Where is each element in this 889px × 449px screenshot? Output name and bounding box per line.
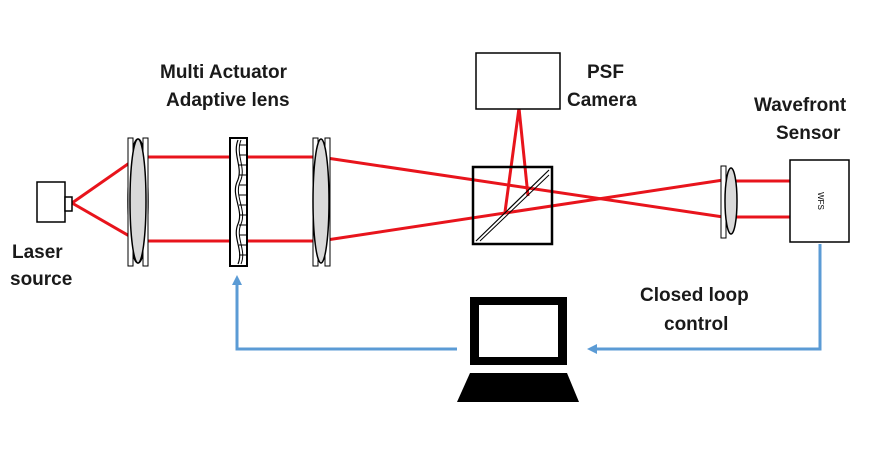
wfs-box-label: WFS <box>816 192 825 210</box>
wavefront-sensor-label-line1: Wavefront <box>754 95 847 116</box>
adaptive-lens-label-line1: Multi Actuator <box>160 62 288 83</box>
wfs-lens <box>720 165 738 239</box>
psf-camera <box>475 52 561 110</box>
adaptive-lens-label-line2: Adaptive lens <box>166 90 290 111</box>
laser-source <box>36 181 73 223</box>
laser-source-label-line1: Laser <box>12 242 63 263</box>
beam-splitter <box>471 165 554 246</box>
laser-beam <box>71 107 792 243</box>
collimating-lens-2 <box>312 137 331 267</box>
laser-source-label-line2: source <box>10 269 72 290</box>
feedback-loop <box>232 244 822 354</box>
adaptive-lens <box>229 137 248 267</box>
psf-camera-label-line1: PSF <box>587 62 624 83</box>
closed-loop-label-line2: control <box>664 314 728 335</box>
wavefront-sensor <box>789 159 850 243</box>
wavefront-sensor-label-line2: Sensor <box>776 123 841 144</box>
closed-loop-label-line1: Closed loop <box>640 285 749 306</box>
collimating-lens-1 <box>127 137 149 267</box>
computer-icon <box>457 297 579 402</box>
psf-camera-label-line2: Camera <box>567 90 637 111</box>
